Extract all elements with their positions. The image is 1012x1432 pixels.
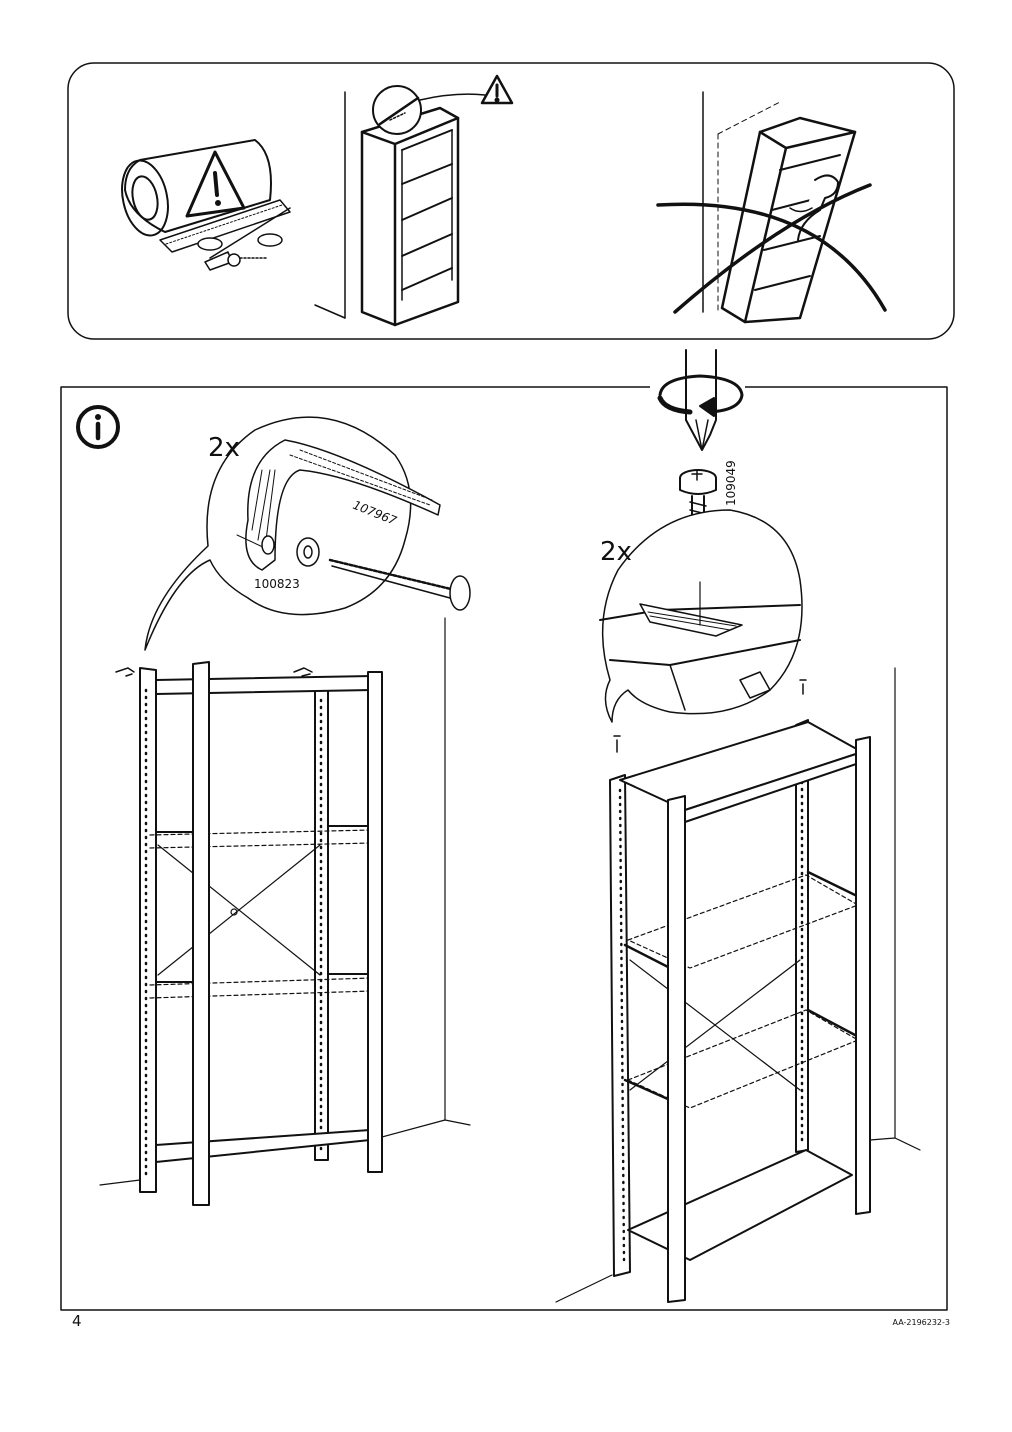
info-icon bbox=[76, 405, 120, 449]
left-shelf-unit bbox=[99, 661, 446, 1206]
tipping-bookcase-crossed bbox=[656, 91, 887, 324]
warning-icon bbox=[185, 150, 246, 218]
top-panel-frame bbox=[67, 62, 955, 340]
quantity-left: 2x bbox=[208, 433, 240, 463]
quantity-right: 2x bbox=[600, 537, 632, 567]
right-detail-bubble bbox=[599, 509, 803, 723]
right-shelf-unit bbox=[555, 667, 921, 1303]
wall-anchored-bookcase bbox=[314, 85, 486, 327]
page-number: 4 bbox=[72, 1312, 82, 1330]
part-number-screw: 109049 bbox=[724, 460, 738, 506]
document-code: AA-2196232-3 bbox=[892, 1318, 950, 1327]
bottom-panel-frame bbox=[60, 386, 948, 1311]
left-detail-bubble bbox=[144, 416, 471, 1126]
warning-pack bbox=[121, 139, 291, 271]
rotate-arrow-icon bbox=[657, 374, 744, 417]
part-number-washer-left: 100823 bbox=[254, 577, 300, 591]
warning-icon bbox=[480, 74, 514, 105]
